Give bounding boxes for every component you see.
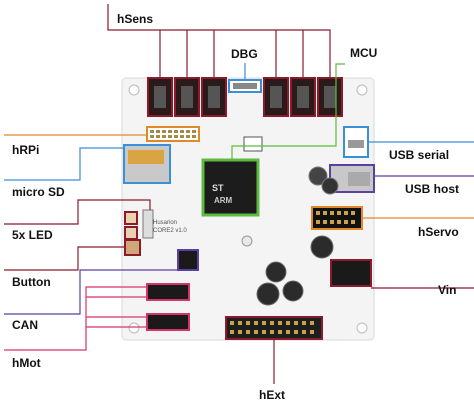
hmot-connector-1 bbox=[146, 283, 190, 301]
board-brand-text: Husarion bbox=[153, 220, 178, 226]
label-hmot: hMot bbox=[12, 356, 41, 370]
label-hext: hExt bbox=[259, 388, 286, 402]
button-callout-line bbox=[4, 246, 125, 271]
label-can: CAN bbox=[12, 318, 38, 332]
mcu-chip bbox=[201, 158, 260, 217]
label-usb-serial: USB serial bbox=[389, 148, 450, 162]
label-micro-sd: micro SD bbox=[12, 185, 65, 199]
label-dbg: DBG bbox=[231, 47, 258, 61]
can-callout-line bbox=[4, 269, 178, 315]
label-mcu: MCU bbox=[350, 46, 378, 60]
led-callout-line bbox=[4, 199, 151, 225]
led-strip bbox=[142, 209, 154, 239]
hsens-callout-lines bbox=[107, 4, 331, 78]
mount-hole bbox=[128, 84, 140, 96]
mount-hole bbox=[356, 322, 368, 334]
hext-header bbox=[225, 316, 323, 340]
hmot-callout-lines bbox=[4, 286, 147, 351]
can-connector bbox=[177, 249, 199, 271]
label-hservo: hServo bbox=[418, 225, 459, 239]
board-model-text: CORE2 v1.0 bbox=[153, 228, 187, 234]
led-1 bbox=[124, 211, 138, 225]
label-usb-host: USB host bbox=[405, 182, 459, 196]
label-hrpi: hRPi bbox=[12, 143, 40, 157]
label-hsens: hSens bbox=[117, 12, 154, 26]
hrpi-header bbox=[146, 126, 200, 142]
chip-logo-text: ST bbox=[212, 183, 224, 193]
mcu-callout-line bbox=[231, 63, 345, 160]
reset-button bbox=[124, 239, 141, 256]
hsens-connectors bbox=[147, 77, 343, 117]
label-5x-led: 5x LED bbox=[12, 228, 53, 242]
hservo-header bbox=[311, 206, 363, 230]
vin-connector bbox=[330, 259, 372, 287]
hmot-connector-2 bbox=[146, 313, 190, 331]
mount-hole bbox=[356, 84, 368, 96]
chip-brand-text: ARM bbox=[214, 196, 233, 205]
label-button: Button bbox=[12, 275, 51, 289]
led-2 bbox=[124, 226, 138, 240]
micro-sd-callout-line bbox=[4, 147, 124, 181]
mount-hole bbox=[128, 322, 140, 334]
label-vin: Vin bbox=[438, 283, 457, 297]
